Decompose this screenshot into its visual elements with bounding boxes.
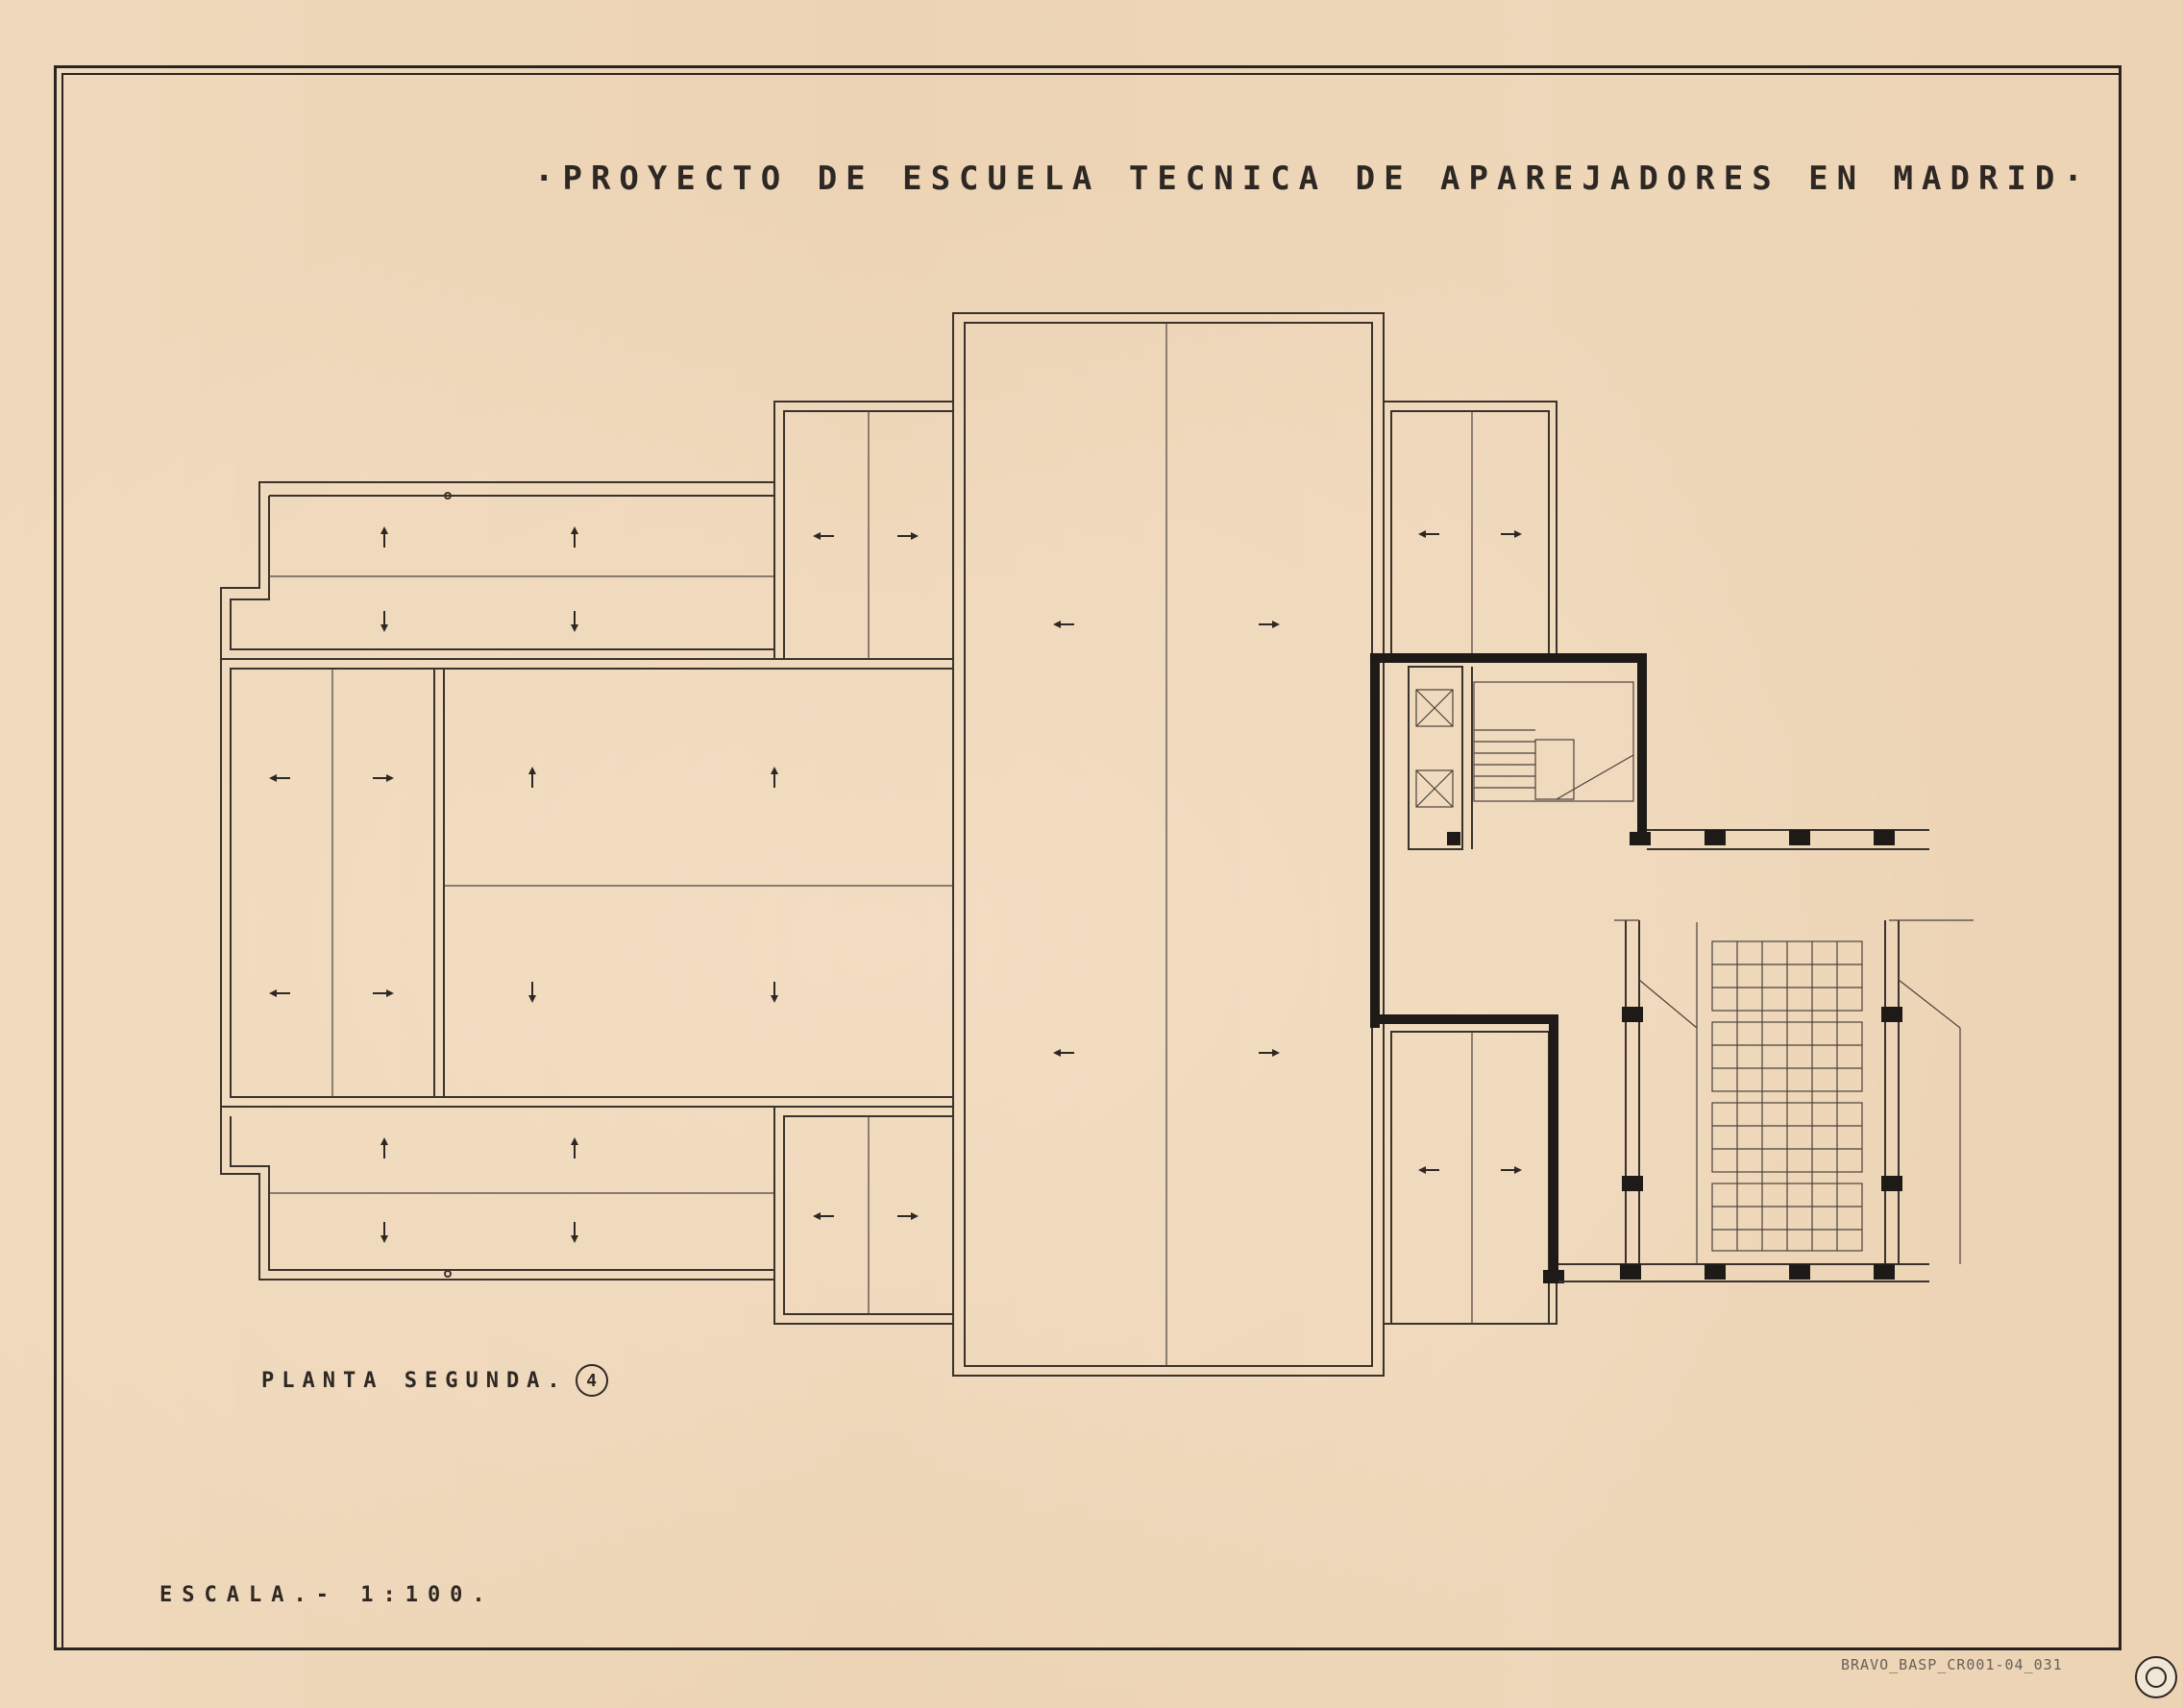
arrow-down bbox=[771, 982, 778, 1003]
arrow-up bbox=[528, 767, 536, 788]
arrow-right bbox=[373, 774, 394, 782]
upper-small-block bbox=[773, 401, 954, 660]
archive-reference: BRAVO_BASP_CR001-04_031 bbox=[1841, 1656, 2063, 1673]
right-glazed-room bbox=[1614, 919, 1974, 1264]
plan-label-text: PLANTA SEGUNDA. bbox=[261, 1368, 568, 1393]
arrow-right bbox=[1259, 621, 1280, 628]
arrow-left bbox=[813, 1212, 834, 1220]
arrow-left bbox=[1418, 530, 1439, 538]
arrow-right bbox=[897, 1212, 919, 1220]
arrow-up bbox=[771, 767, 778, 788]
stair-and-lifts bbox=[1408, 666, 1634, 850]
load-arrows bbox=[269, 526, 1522, 1243]
scale-label: ESCALA.- 1:100. bbox=[159, 1583, 495, 1607]
arrow-left bbox=[1053, 621, 1074, 628]
arrow-right bbox=[1259, 1049, 1280, 1057]
arrow-left bbox=[1418, 1166, 1439, 1174]
arrow-left bbox=[269, 774, 290, 782]
arrow-down bbox=[571, 1222, 578, 1243]
arrow-left bbox=[813, 532, 834, 540]
inner-border bbox=[61, 73, 2122, 1650]
arrow-right bbox=[897, 532, 919, 540]
arrow-right bbox=[1501, 530, 1522, 538]
plan-number-badge: 4 bbox=[575, 1364, 608, 1397]
arrow-up bbox=[571, 526, 578, 548]
arrow-down bbox=[571, 611, 578, 632]
arrow-down bbox=[380, 611, 388, 632]
stair-core-walls bbox=[1370, 653, 1651, 1283]
left-top-wing bbox=[220, 481, 775, 660]
drawing-title: ·PROYECTO DE ESCUELA TECNICA DE APAREJAD… bbox=[534, 159, 2092, 198]
arrow-right bbox=[373, 989, 394, 997]
arrow-down bbox=[528, 982, 536, 1003]
arrow-up bbox=[380, 1137, 388, 1159]
plan-label: PLANTA SEGUNDA. 4 bbox=[261, 1364, 608, 1397]
arrow-left bbox=[269, 989, 290, 997]
right-east-corridor bbox=[1558, 829, 1929, 1282]
arrow-down bbox=[380, 1222, 388, 1243]
right-upper-block bbox=[1383, 401, 1558, 656]
left-middle-block bbox=[220, 658, 954, 1108]
arrow-left bbox=[1053, 1049, 1074, 1057]
lower-small-block bbox=[773, 1106, 954, 1325]
left-bottom-wing bbox=[220, 1107, 775, 1281]
central-hall bbox=[952, 312, 1385, 1377]
archive-seal-icon bbox=[2135, 1656, 2177, 1698]
arrow-right bbox=[1501, 1166, 1522, 1174]
arrow-up bbox=[380, 526, 388, 548]
arrow-up bbox=[571, 1137, 578, 1159]
right-lower-block bbox=[1383, 1021, 1558, 1325]
